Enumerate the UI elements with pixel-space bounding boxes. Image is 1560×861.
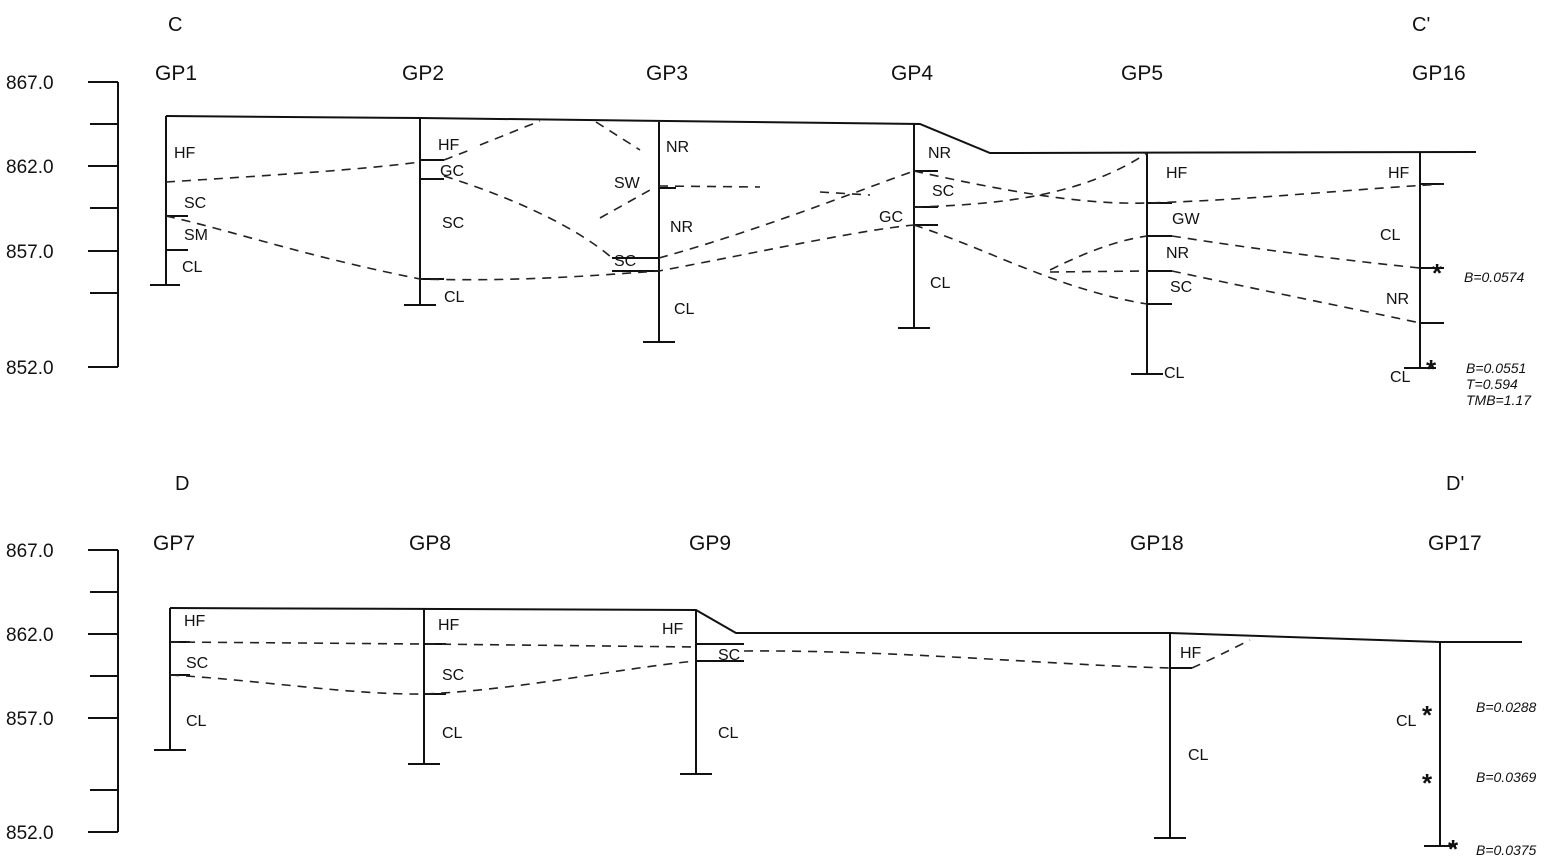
layer-label: HF [174, 145, 196, 162]
layer-label: GC [879, 209, 903, 226]
layer-label: HF [184, 613, 206, 630]
elevation-label: 852.0 [6, 823, 54, 844]
boring-label-gp16: GP16 [1412, 62, 1466, 85]
elevation-label: 857.0 [6, 709, 54, 730]
layer-label: GC [440, 163, 464, 180]
layer-label: HF [438, 617, 460, 634]
ground-surface [165, 115, 1477, 155]
boring-label-gp17: GP17 [1428, 532, 1482, 555]
borehole-gp4 [898, 124, 938, 329]
borehole-gp18 [1154, 633, 1192, 839]
layer-label: CL [444, 289, 465, 306]
sample-star-icon: * [1448, 834, 1459, 861]
layer-label: CL [674, 301, 695, 318]
layer-label: NR [1166, 245, 1189, 262]
section-d-d-prime: D D' 867.0 862.0 857.0 852.0 GP7 GP8 GP9… [6, 473, 1537, 861]
elevation-label: 862.0 [6, 625, 54, 646]
borehole-gp9 [680, 610, 744, 775]
layer-label: SC [442, 215, 464, 232]
layer-label: HF [1166, 165, 1188, 182]
layer-label: SM [184, 227, 208, 244]
sample-annotation: T=0.594 [1466, 376, 1518, 392]
layer-label: NR [928, 145, 951, 162]
boring-label-gp7: GP7 [153, 532, 195, 555]
elevation-label: 867.0 [6, 73, 54, 94]
layer-label: CL [1164, 365, 1185, 382]
sample-star-icon: * [1426, 354, 1437, 384]
stratigraphic-correlation-lines [165, 120, 1445, 324]
borehole-gp5 [1131, 153, 1172, 375]
layer-label: CL [930, 275, 951, 292]
layer-label: GW [1172, 211, 1200, 228]
layer-label: NR [670, 219, 693, 236]
sample-star-icon: * [1432, 258, 1443, 288]
elevation-scale: 867.0 862.0 857.0 852.0 [6, 541, 119, 844]
boring-label-gp4: GP4 [891, 62, 933, 85]
layer-label: CL [1188, 747, 1209, 764]
layer-label: SC [186, 655, 208, 672]
layer-label: CL [182, 259, 203, 276]
layer-label: CL [1396, 713, 1417, 730]
section-label-start: D [175, 473, 189, 495]
layer-label: CL [718, 725, 739, 742]
sample-annotation: TMB=1.17 [1466, 392, 1532, 408]
sample-annotation: B=0.0551 [1466, 360, 1526, 376]
borehole-gp3 [612, 122, 676, 343]
borehole-gp1 [150, 116, 188, 286]
layer-label: HF [438, 137, 460, 154]
boring-label-gp9: GP9 [689, 532, 731, 555]
sample-annotation: B=0.0574 [1464, 269, 1525, 285]
layer-label: CL [186, 713, 207, 730]
layer-label: SC [184, 195, 206, 212]
layer-label: CL [442, 725, 463, 742]
boring-label-gp5: GP5 [1121, 62, 1163, 85]
layer-label: HF [1388, 165, 1410, 182]
boring-label-gp3: GP3 [646, 62, 688, 85]
section-c-c-prime: C C' 867.0 862.0 857.0 852.0 GP1 GP2 GP3… [6, 14, 1532, 408]
elevation-label: 857.0 [6, 242, 54, 263]
boring-label-gp8: GP8 [409, 532, 451, 555]
boring-label-gp1: GP1 [155, 62, 197, 85]
elevation-label: 852.0 [6, 358, 54, 379]
sample-annotation: B=0.0375 [1476, 842, 1537, 858]
boring-label-gp18: GP18 [1130, 532, 1184, 555]
layer-label: SC [442, 667, 464, 684]
borehole-gp17 [1424, 642, 1456, 847]
elevation-label: 867.0 [6, 541, 54, 562]
layer-label: HF [1180, 645, 1202, 662]
stratigraphic-correlation-lines [169, 639, 1251, 695]
section-label-end: D' [1446, 473, 1464, 495]
boring-label-gp2: GP2 [402, 62, 444, 85]
section-label-start: C [168, 14, 182, 36]
layer-label: HF [662, 621, 684, 638]
layer-label: CL [1390, 369, 1411, 386]
sample-star-icon: * [1422, 768, 1433, 798]
layer-label: SW [614, 175, 641, 192]
layer-label: SC [718, 647, 740, 664]
layer-label: SC [614, 253, 636, 270]
ground-surface [169, 607, 1522, 643]
elevation-scale: 867.0 862.0 857.0 852.0 [6, 73, 119, 379]
sample-annotation: B=0.0288 [1476, 699, 1537, 715]
section-label-end: C' [1412, 14, 1430, 36]
layer-label: SC [932, 183, 954, 200]
layer-label: NR [1386, 291, 1409, 308]
sample-annotation: B=0.0369 [1476, 769, 1537, 785]
sample-star-icon: * [1422, 700, 1433, 730]
layer-label: CL [1380, 227, 1401, 244]
layer-label: NR [666, 139, 689, 156]
layer-label: SC [1170, 279, 1192, 296]
elevation-label: 862.0 [6, 157, 54, 178]
